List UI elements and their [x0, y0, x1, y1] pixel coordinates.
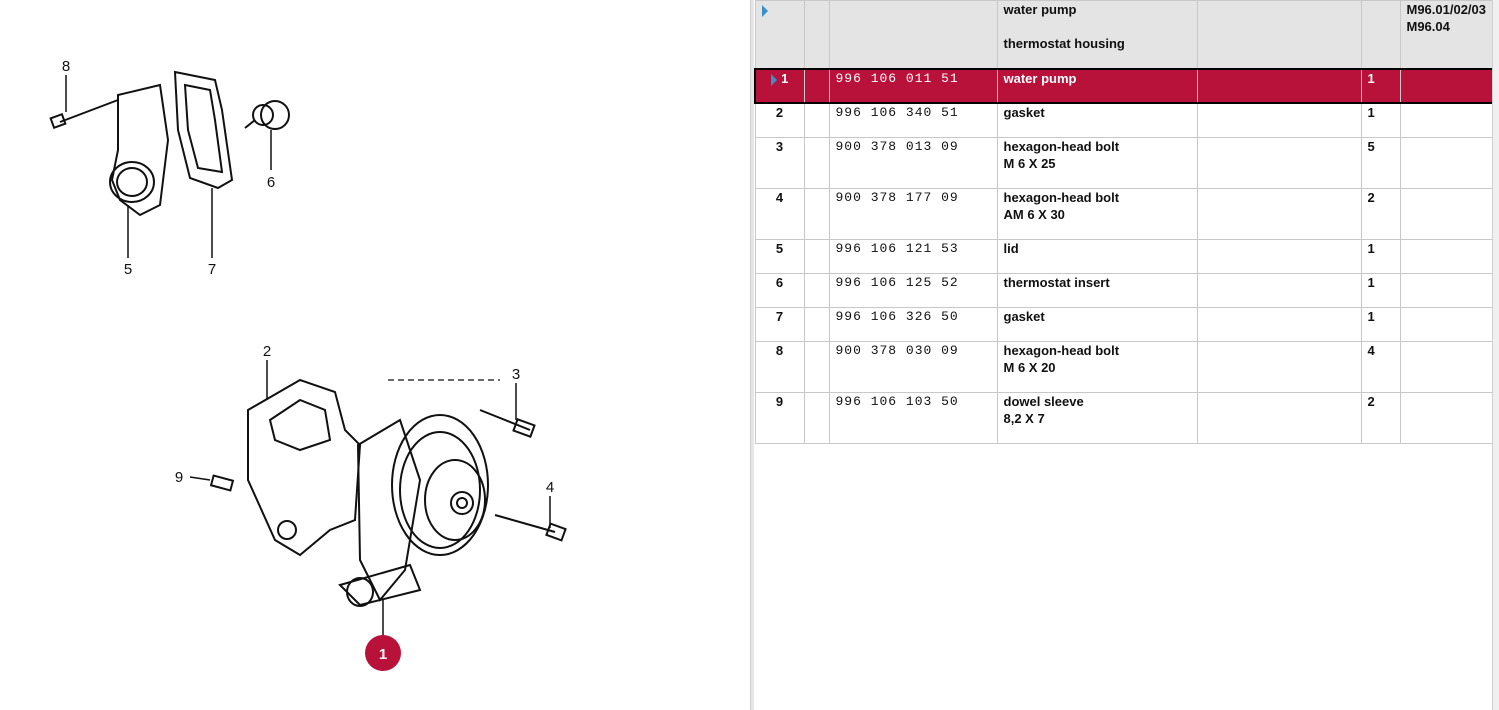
position-cell: 7 [754, 306, 805, 342]
quantity-cell: 5 [1360, 136, 1401, 189]
description-cell: gasket [996, 102, 1198, 138]
callout-1-highlight[interactable] [365, 635, 401, 671]
exploded-parts-diagram: 8 5 7 6 2 3 9 4 1 [49, 58, 567, 671]
description-text: hexagon-head bolt [1003, 138, 1120, 154]
quantity-cell: 1 [1360, 102, 1401, 138]
callout-5[interactable]: 5 [124, 261, 132, 278]
thermostat-housing-drawing [49, 70, 290, 258]
model-label: M96.01/02/03 [1406, 2, 1487, 17]
description-cell: thermostat insert [996, 272, 1198, 308]
callout-1[interactable]: 1 [379, 646, 387, 663]
position-cell: 2 [754, 102, 805, 138]
part-number-cell: 996 106 125 52 [828, 272, 998, 308]
part-number-cell: 900 378 177 09 [828, 187, 998, 240]
callout-3[interactable]: 3 [512, 366, 520, 383]
row-pointer-icon [761, 4, 768, 17]
part-number-cell: 996 106 326 50 [828, 306, 998, 342]
description-text: hexagon-head bolt [1003, 189, 1120, 205]
position-cell: 3 [754, 136, 805, 189]
part-number-cell: 996 106 011 51 [828, 68, 998, 104]
dimension-text: AM 6 X 30 [1003, 206, 1065, 222]
position-cell: 1 [781, 71, 789, 86]
position-cell: 5 [754, 238, 805, 274]
dimension-text: M 6 X 25 [1003, 155, 1056, 171]
parts-table-panel: water pump thermostat housing M96.01/02/0… [754, 0, 1494, 710]
part-number-cell: 900 378 030 09 [828, 340, 998, 393]
callout-9[interactable]: 9 [175, 469, 183, 486]
description-cell: lid [996, 238, 1198, 274]
model-label: M96.04 [1406, 19, 1450, 34]
row-pointer-icon [771, 73, 778, 86]
part-number-cell: 996 106 340 51 [828, 102, 998, 138]
panel-divider[interactable] [750, 0, 754, 710]
callout-6[interactable]: 6 [267, 174, 275, 191]
position-cell: 6 [754, 272, 805, 308]
table-row[interactable]: 2 996 106 340 51 gasket 1 [754, 102, 1494, 138]
description-cell: gasket [996, 306, 1198, 342]
parts-table: water pump thermostat housing M96.01/02/0… [754, 0, 1494, 444]
quantity-cell: 1 [1360, 306, 1401, 342]
water-pump-drawing [189, 360, 567, 636]
callout-2[interactable]: 2 [263, 343, 271, 360]
table-row[interactable]: 5 996 106 121 53 lid 1 [754, 238, 1494, 274]
callout-4[interactable]: 4 [546, 479, 554, 496]
group-subtitle: thermostat housing [1003, 36, 1125, 51]
quantity-cell: 1 [1360, 272, 1401, 308]
dimension-text: 8,2 X 7 [1003, 410, 1045, 426]
table-row-selected[interactable]: 1 996 106 011 51 water pump 1 [754, 68, 1494, 104]
description-text: hexagon-head bolt [1003, 342, 1120, 358]
quantity-cell: 2 [1360, 391, 1401, 444]
quantity-cell: 1 [1360, 238, 1401, 274]
position-cell: 4 [754, 187, 805, 240]
part-number-cell: 900 378 013 09 [828, 136, 998, 189]
quantity-cell: 4 [1360, 340, 1401, 393]
position-cell: 8 [754, 340, 805, 393]
position-cell: 9 [754, 391, 805, 444]
dimension-text: M 6 X 20 [1003, 359, 1056, 375]
table-row[interactable]: 7 996 106 326 50 gasket 1 [754, 306, 1494, 342]
callout-8[interactable]: 8 [62, 58, 70, 75]
quantity-cell: 2 [1360, 187, 1401, 240]
callout-7[interactable]: 7 [208, 261, 216, 278]
description-text: dowel sleeve [1003, 393, 1084, 409]
group-header-row[interactable]: water pump thermostat housing M96.01/02/0… [754, 0, 1494, 70]
quantity-cell: 1 [1360, 68, 1401, 104]
part-number-cell: 996 106 121 53 [828, 238, 998, 274]
table-row[interactable]: 6 996 106 125 52 thermostat insert 1 [754, 272, 1494, 308]
part-number-cell: 996 106 103 50 [828, 391, 998, 444]
vertical-scrollbar[interactable] [1492, 0, 1499, 710]
description-cell: water pump [996, 68, 1198, 104]
group-title: water pump [1003, 2, 1077, 17]
